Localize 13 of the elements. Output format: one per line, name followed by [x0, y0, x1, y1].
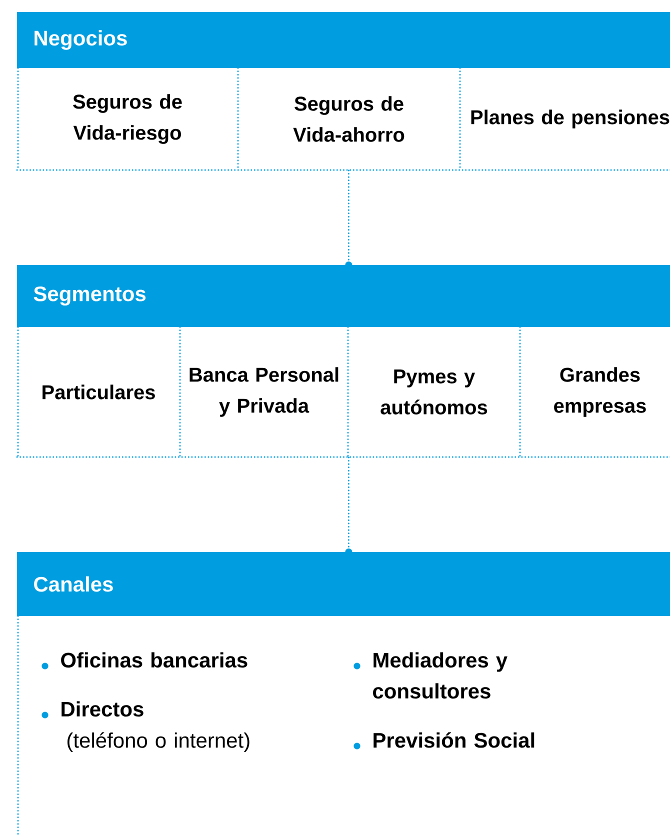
node-label: (teléfono o internet) — [68, 732, 250, 752]
segment-cell: Pymes y autónomos — [380, 370, 488, 414]
segment-cell: Banca Personal y Privada — [190, 367, 338, 417]
segment-cell: Seguros de Vida-riesgo — [73, 94, 182, 144]
segment-cell: Particulares — [42, 384, 155, 400]
segment-cell: Grandes empresas — [554, 367, 646, 417]
segment-cell: Seguros de Vida-ahorro — [293, 96, 404, 142]
node-label: Mediadores y consultores — [373, 652, 508, 699]
segment-cell: Planes de pensiones — [471, 110, 670, 128]
node-label: Oficinas bancarias — [61, 652, 248, 668]
section-panel: Canales Oficinas bancarias Directos (teléfono o internet) Mediadores y consultores Previsión Social — [17, 552, 670, 836]
node-label: Previsión Social — [374, 732, 534, 748]
node-label: Directos — [62, 701, 144, 717]
